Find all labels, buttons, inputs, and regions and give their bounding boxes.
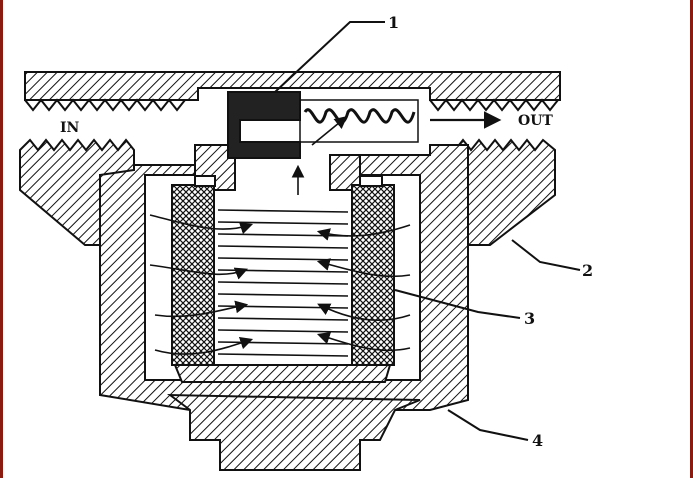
filter-element [171,175,395,383]
flow-arrows [149,111,502,355]
callout-3: 3 [524,309,535,328]
inlet-label: IN [60,120,80,136]
callout-1: 1 [388,13,399,32]
left-edge-stripe [0,0,3,478]
callout-4: 4 [532,431,543,450]
bypass-valve [227,91,419,159]
leader-lines [274,21,581,441]
callout-2: 2 [582,261,593,280]
outlet-label: OUT [518,113,553,129]
housing-body [19,138,556,471]
right-edge-stripe [690,0,693,478]
top-cover [24,71,561,112]
